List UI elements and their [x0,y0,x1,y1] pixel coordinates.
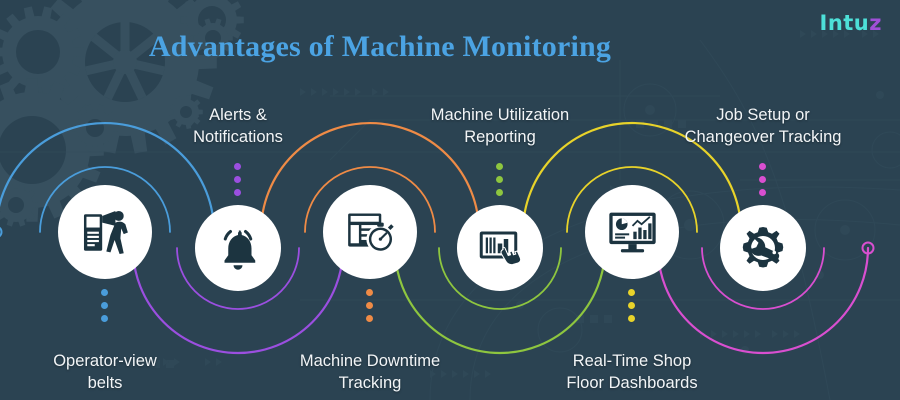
node-dot-indicator [234,163,241,196]
monitor-dashboard-icon [608,212,656,252]
node-dot-indicator [628,289,635,322]
node-dot-indicator [496,163,503,196]
advantage-label-real-time-shop-floor-dashboards: Real-Time Shop Floor Dashboards [566,352,698,392]
advantage-icon-disc[interactable] [195,205,281,291]
bell-icon [223,230,256,270]
clipboard-stopwatch-icon [347,212,395,253]
node-dot-indicator [101,289,108,322]
operator-kiosk-icon [83,210,128,254]
gear-wrench-icon [742,227,784,268]
tablet-touch-icon [479,231,522,266]
node-dot-indicator [366,289,373,322]
advantage-label-machine-downtime-tracking: Machine Downtime Tracking [299,352,441,392]
advantage-label-machine-utilization-reporting: Machine Utilization Reporting [430,106,570,146]
advantage-label-operator-view-belts: Operator-view belts [53,352,157,392]
advantage-icon-disc[interactable] [58,185,152,279]
logo-accent: z [869,11,882,35]
advantage-icon-disc[interactable] [457,205,543,291]
arc-endpoint-node [0,226,3,238]
node-dot-indicator [759,163,766,196]
logo-text: Intu [819,11,870,35]
advantage-icon-disc[interactable] [323,185,417,279]
page-title: Advantages of Machine Monitoring [148,30,612,63]
advantage-label-alerts-notifications: Alerts & Notifications [193,106,283,146]
brand-logo: Intuz [820,13,883,34]
advantage-icon-disc[interactable] [585,185,679,279]
advantage-icon-disc[interactable] [720,205,806,291]
advantage-label-job-setup-changeover-tracking: Job Setup or Changeover Tracking [684,106,842,146]
arc-endpoint-node [861,241,875,255]
